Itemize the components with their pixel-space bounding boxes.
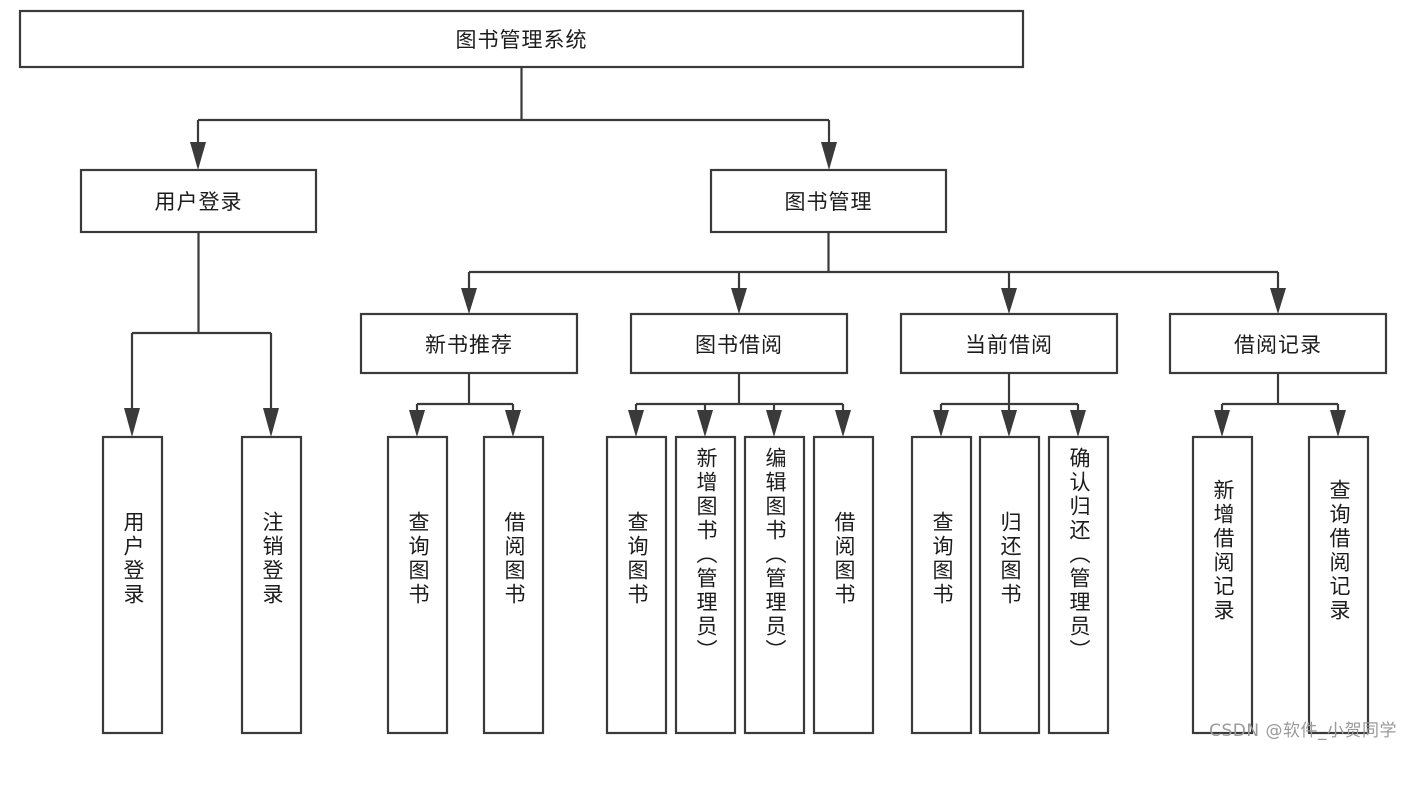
arrow-to-leaf-user-login-icon <box>124 408 140 437</box>
arrow-to-leaf-rec-add-record-icon <box>1214 410 1230 437</box>
node-leaf-rec-add-record-box[interactable] <box>1191 435 1254 735</box>
arrow-to-current-borrow-icon <box>1001 288 1017 314</box>
node-leaf-cur-query-book-box[interactable] <box>910 435 973 735</box>
tree-diagram-svg <box>18 9 1388 735</box>
arrow-to-leaf-rec-borrow-book-icon <box>505 410 521 437</box>
node-current-borrow-box[interactable] <box>899 312 1119 375</box>
node-leaf-cur-confirm-return-box[interactable] <box>1047 435 1110 735</box>
node-leaf-rec-query-book-box[interactable] <box>386 435 449 735</box>
node-leaf-borrow-borrow-book-box[interactable] <box>812 435 875 735</box>
functional-structure-diagram: 图书管理系统 用户登录 图书管理 新书推荐 图书借阅 当前借阅 借阅记录 用户登… <box>18 9 1397 741</box>
arrow-to-leaf-borrow-add-book-icon <box>697 410 713 437</box>
arrow-to-leaf-rec-query-book-icon <box>409 410 425 437</box>
node-leaf-cur-return-book-box[interactable] <box>978 435 1041 735</box>
node-leaf-borrow-query-book-box[interactable] <box>605 435 668 735</box>
node-borrow-record-box[interactable] <box>1168 312 1388 375</box>
arrow-to-leaf-borrow-query-book-icon <box>628 410 644 437</box>
node-user-login-box[interactable] <box>79 168 318 234</box>
node-leaf-borrow-add-book-box[interactable] <box>674 435 737 735</box>
arrow-to-book-borrow-icon <box>731 288 747 314</box>
node-leaf-rec-borrow-book-box[interactable] <box>482 435 545 735</box>
arrow-to-leaf-borrow-borrow-book-icon <box>835 410 851 437</box>
node-book-borrow-box[interactable] <box>629 312 849 375</box>
arrow-to-leaf-cur-return-book-icon <box>1001 410 1017 437</box>
node-leaf-rec-query-record-box[interactable] <box>1307 435 1370 735</box>
arrow-to-leaf-cur-confirm-return-icon <box>1070 410 1086 437</box>
node-book-manage-box[interactable] <box>709 168 948 234</box>
arrow-to-new-book-rec-icon <box>461 288 477 314</box>
arrow-to-borrow-record-icon <box>1270 288 1286 314</box>
csdn-watermark: CSDN @软件_小贺同学 <box>1209 721 1397 741</box>
arrow-to-book-manage-icon <box>821 142 837 170</box>
arrow-to-leaf-user-logout-icon <box>263 408 279 437</box>
node-leaf-borrow-edit-book-box[interactable] <box>743 435 806 735</box>
node-leaf-user-logout-box[interactable] <box>240 435 303 735</box>
node-new-book-rec-box[interactable] <box>359 312 579 375</box>
arrow-to-leaf-cur-query-book-icon <box>933 410 949 437</box>
arrow-to-leaf-borrow-edit-book-icon <box>766 410 782 437</box>
arrow-to-user-login-icon <box>190 142 206 170</box>
node-root-box[interactable] <box>18 9 1025 69</box>
node-leaf-user-login-box[interactable] <box>101 435 164 735</box>
arrow-to-leaf-rec-query-record-icon <box>1330 410 1346 437</box>
